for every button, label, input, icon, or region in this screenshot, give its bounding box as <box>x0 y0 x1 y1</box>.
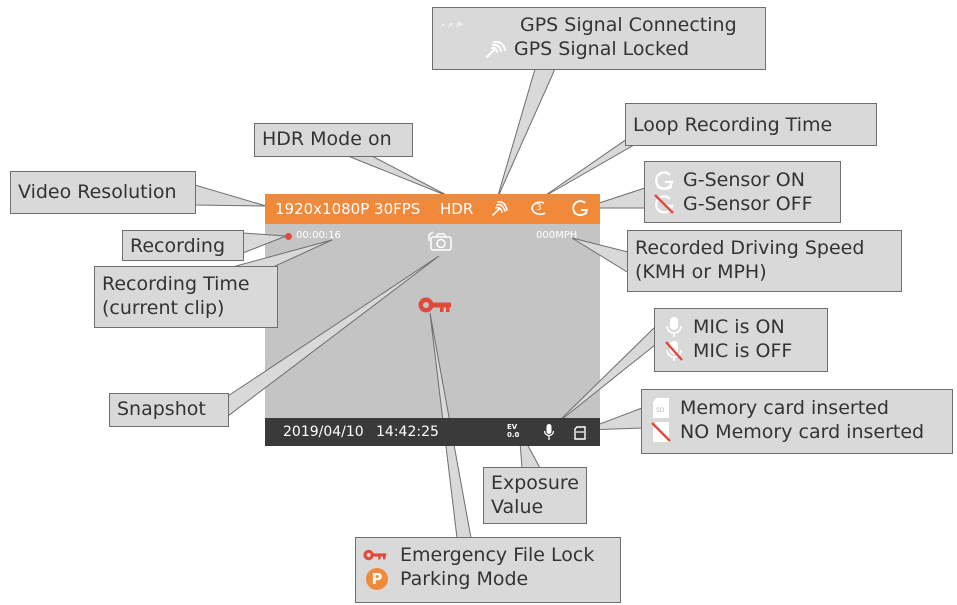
callout-snapshot: Snapshot <box>109 393 229 427</box>
key-lock-icon <box>418 296 452 314</box>
mic-on-row: MIC is ON <box>662 315 820 339</box>
mic-off-row: MIC is OFF <box>662 339 820 363</box>
recording-label: Recording <box>130 235 226 257</box>
svg-text:3: 3 <box>536 203 542 213</box>
time-readout: 14:42:25 <box>376 424 439 440</box>
mic-off-label: MIC is OFF <box>693 340 793 362</box>
ev-label: EV <box>507 423 518 431</box>
g-sensor-on-row: G-Sensor ON <box>652 168 833 192</box>
pointer-hdr <box>347 155 451 198</box>
mic-on-label: MIC is ON <box>693 316 785 338</box>
parking-mode-icon: P <box>366 568 388 590</box>
mic-off-icon <box>662 340 686 362</box>
driving-speed-label-line2: (KMH or MPH) <box>635 261 767 283</box>
video-resolution-label: Video Resolution <box>18 181 177 203</box>
status-bar-top <box>265 194 600 224</box>
emergency-lock-row: Emergency File Lock <box>363 543 613 567</box>
callout-recording: Recording <box>122 230 244 261</box>
g-sensor-on-icon <box>652 169 676 191</box>
recording-time-label-line1: Recording Time <box>102 273 250 295</box>
exposure-label-line2: Value <box>491 496 544 518</box>
loop-recording-icon: 3 <box>528 198 550 218</box>
callout-memory-card: SD Memory card inserted NO Memory card i… <box>641 389 953 454</box>
card-missing-icon <box>649 421 673 443</box>
hdr-mode-label: HDR Mode on <box>262 128 392 150</box>
g-sensor-icon <box>570 198 590 218</box>
card-missing-row: NO Memory card inserted <box>649 420 945 444</box>
card-missing-label: NO Memory card inserted <box>680 421 925 443</box>
date-readout: 2019/04/10 <box>283 424 364 440</box>
card-inserted-label: Memory card inserted <box>680 397 889 419</box>
callout-gps: GPS Signal Connecting GPS Signal Locked <box>432 7 766 70</box>
emergency-lock-icon <box>363 544 393 566</box>
pointer-gps <box>496 68 556 200</box>
parking-mode-label: Parking Mode <box>400 568 529 590</box>
mic-icon <box>543 423 555 441</box>
pointer-recording <box>242 232 287 254</box>
memory-card-icon <box>574 425 586 440</box>
resolution-readout: 1920x1080P 30FPS <box>275 200 421 218</box>
recording-time-label-line2: (current clip) <box>102 297 225 319</box>
callout-driving-speed: Recorded Driving Speed (KMH or MPH) <box>627 230 902 292</box>
camera-screen <box>265 194 600 446</box>
callout-hdr-mode: HDR Mode on <box>254 123 413 157</box>
pointer-video-resolution <box>194 184 267 207</box>
snapshot-icon <box>428 231 454 253</box>
callout-mic: MIC is ON MIC is OFF <box>654 308 828 372</box>
gps-connecting-icon <box>440 14 516 36</box>
card-inserted-icon: SD <box>649 397 673 419</box>
driving-speed-label-line1: Recorded Driving Speed <box>635 237 865 259</box>
callout-loop-recording: Loop Recording Time <box>625 103 877 146</box>
emergency-lock-label: Emergency File Lock <box>400 544 595 566</box>
exposure-label-line1: Exposure <box>491 472 579 494</box>
parking-mode-row: P Parking Mode <box>363 567 613 591</box>
g-sensor-off-label: G-Sensor OFF <box>683 193 813 215</box>
card-inserted-row: SD Memory card inserted <box>649 396 945 420</box>
speed-readout: 000MPH <box>536 230 578 241</box>
g-sensor-off-icon <box>652 193 676 215</box>
gps-signal-icon <box>490 200 508 218</box>
gps-connecting-label: GPS Signal Connecting <box>520 14 737 36</box>
callout-video-resolution: Video Resolution <box>10 171 196 214</box>
svg-text:SD: SD <box>656 407 665 414</box>
mic-on-icon <box>662 316 686 338</box>
snapshot-label: Snapshot <box>117 398 206 420</box>
g-sensor-off-row: G-Sensor OFF <box>652 192 833 216</box>
callout-g-sensor: G-Sensor ON G-Sensor OFF <box>644 161 841 223</box>
gps-locked-label: GPS Signal Locked <box>514 38 690 60</box>
g-sensor-on-label: G-Sensor ON <box>683 169 805 191</box>
gps-locked-icon <box>483 38 507 60</box>
recording-time-readout: 00:00:16 <box>296 230 341 241</box>
callout-emergency-parking: Emergency File Lock P Parking Mode <box>355 537 621 603</box>
callout-recording-time: Recording Time (current clip) <box>94 266 278 328</box>
loop-recording-label: Loop Recording Time <box>633 114 833 136</box>
gps-connecting-row: GPS Signal Connecting <box>440 13 758 37</box>
gps-locked-row: GPS Signal Locked <box>440 37 758 61</box>
hdr-indicator: HDR <box>440 200 474 218</box>
callout-exposure: Exposure Value <box>483 467 587 524</box>
ev-value: 0.0 <box>507 431 520 439</box>
pointer-speed <box>571 237 633 276</box>
recording-dot-icon <box>285 233 292 240</box>
